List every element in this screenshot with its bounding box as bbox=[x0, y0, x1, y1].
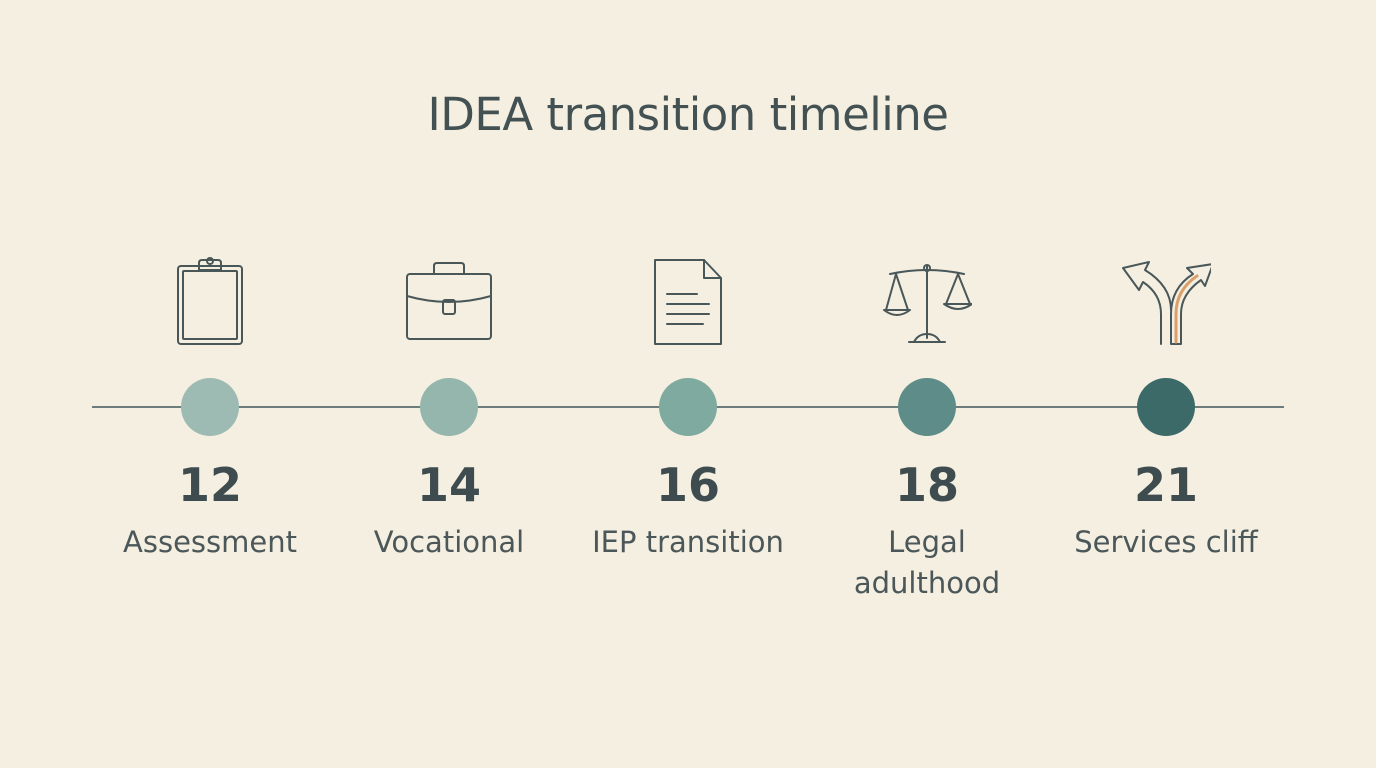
milestone-dot bbox=[420, 378, 478, 436]
milestone-age: 18 bbox=[894, 458, 959, 512]
briefcase-icon bbox=[404, 254, 494, 350]
milestone-age: 12 bbox=[177, 458, 242, 512]
milestone-label: Vocational bbox=[373, 525, 525, 559]
milestone-age-18: 18 Legal adulthood bbox=[807, 0, 1047, 768]
milestone-label: Legal adulthood bbox=[853, 525, 1001, 600]
milestone-age: 21 bbox=[1133, 458, 1198, 512]
diverging-arrows-icon bbox=[1121, 254, 1211, 350]
milestone-dot bbox=[659, 378, 717, 436]
milestone-label: Assessment bbox=[123, 525, 297, 559]
milestone-age-21: 21 Services cliff bbox=[1046, 0, 1286, 768]
milestone-dot bbox=[898, 378, 956, 436]
milestone-dot bbox=[1137, 378, 1195, 436]
document-icon bbox=[643, 254, 733, 350]
milestone-age: 14 bbox=[416, 458, 481, 512]
milestone-label: IEP transition bbox=[592, 525, 784, 559]
diagram-title: IDEA transition timeline bbox=[427, 88, 949, 141]
clipboard-icon bbox=[165, 254, 255, 350]
milestone-dot bbox=[181, 378, 239, 436]
milestone-age-12: 12 Assessment bbox=[90, 0, 330, 768]
milestone-age-14: 14 Vocational bbox=[329, 0, 569, 768]
milestone-age: 16 bbox=[655, 458, 720, 512]
milestone-label: Services cliff bbox=[1074, 525, 1258, 559]
scales-icon bbox=[882, 254, 972, 350]
milestone-age-16: 16 IEP transition bbox=[568, 0, 808, 768]
